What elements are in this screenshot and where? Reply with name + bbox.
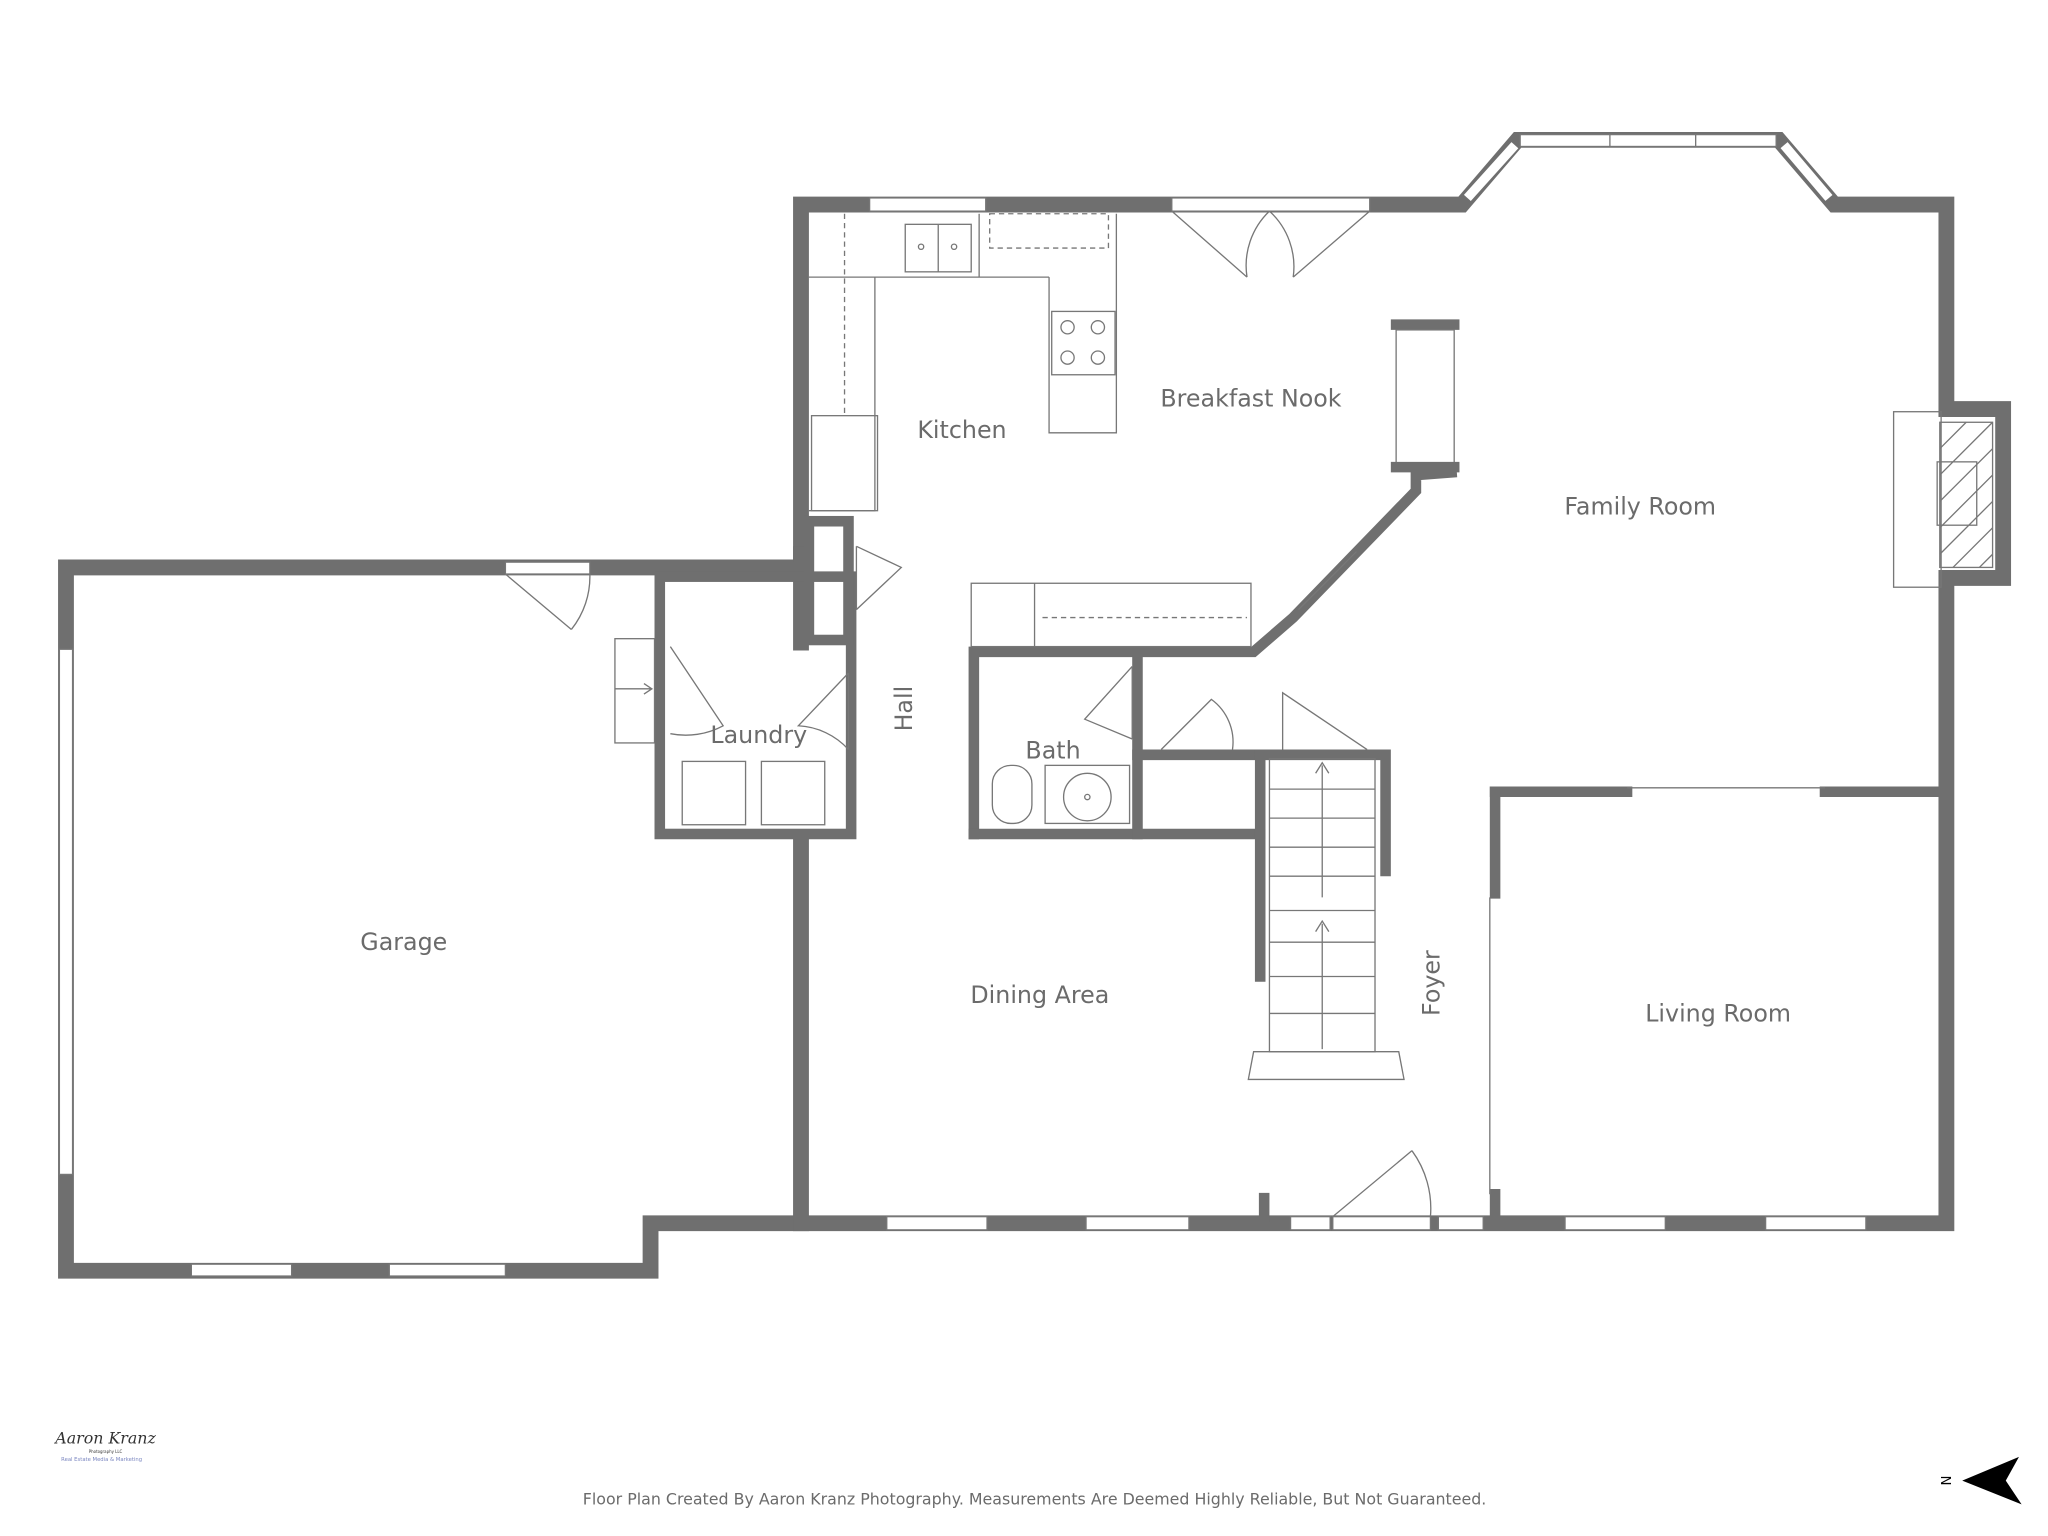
label-foyer: Foyer [1418,950,1446,1016]
laundry-walls [654,571,857,840]
logo-name: Aaron Kranz [53,1429,156,1448]
house-walls [793,131,2012,1232]
toilet-icon [991,764,1033,825]
label-garage: Garage [360,928,447,956]
disclaimer: Floor Plan Created By Aaron Kranz Photog… [583,1489,1487,1508]
garage-door [58,648,74,1176]
label-living-room: Living Room [1645,999,1791,1027]
vanity [1044,764,1131,825]
interior-walls [654,319,1952,1222]
label-dining-area: Dining Area [970,981,1109,1009]
label-breakfast-nook: Breakfast Nook [1160,384,1341,412]
label-kitchen: Kitchen [917,416,1006,444]
north-label: N [1937,1476,1952,1486]
door-opening [504,561,591,575]
cooktop-icon [1051,310,1116,376]
window [1564,1216,1666,1231]
window [868,197,987,212]
garage-walls [58,559,809,1279]
patio-door [1171,197,1371,212]
label-hall: Hall [890,686,918,732]
north-arrow-icon: N [1937,1456,2022,1505]
label-laundry: Laundry [710,721,807,749]
sidelight [1437,1216,1484,1231]
logo-tagline: Real Estate Media & Marketing [61,1457,142,1463]
sidelight [1289,1216,1331,1231]
front-door [1332,1216,1432,1231]
bay-window [1519,133,1777,148]
label-family-room: Family Room [1564,493,1716,521]
window [190,1263,293,1277]
room-labels: Kitchen Breakfast Nook Family Room Laund… [360,384,1791,1027]
washer [681,760,747,826]
window [1085,1216,1190,1231]
dryer [760,760,826,826]
window [388,1263,507,1277]
company-logo: Aaron Kranz Photography LLC Real Estate … [53,1429,156,1463]
window [886,1216,988,1231]
fixtures [614,213,1405,1081]
logo-subtitle: Photography LLC [89,1449,123,1454]
label-bath: Bath [1025,737,1080,765]
refrigerator [810,415,879,512]
window [1764,1216,1867,1231]
hearth [1892,411,1942,588]
staircase [1247,758,1405,1081]
